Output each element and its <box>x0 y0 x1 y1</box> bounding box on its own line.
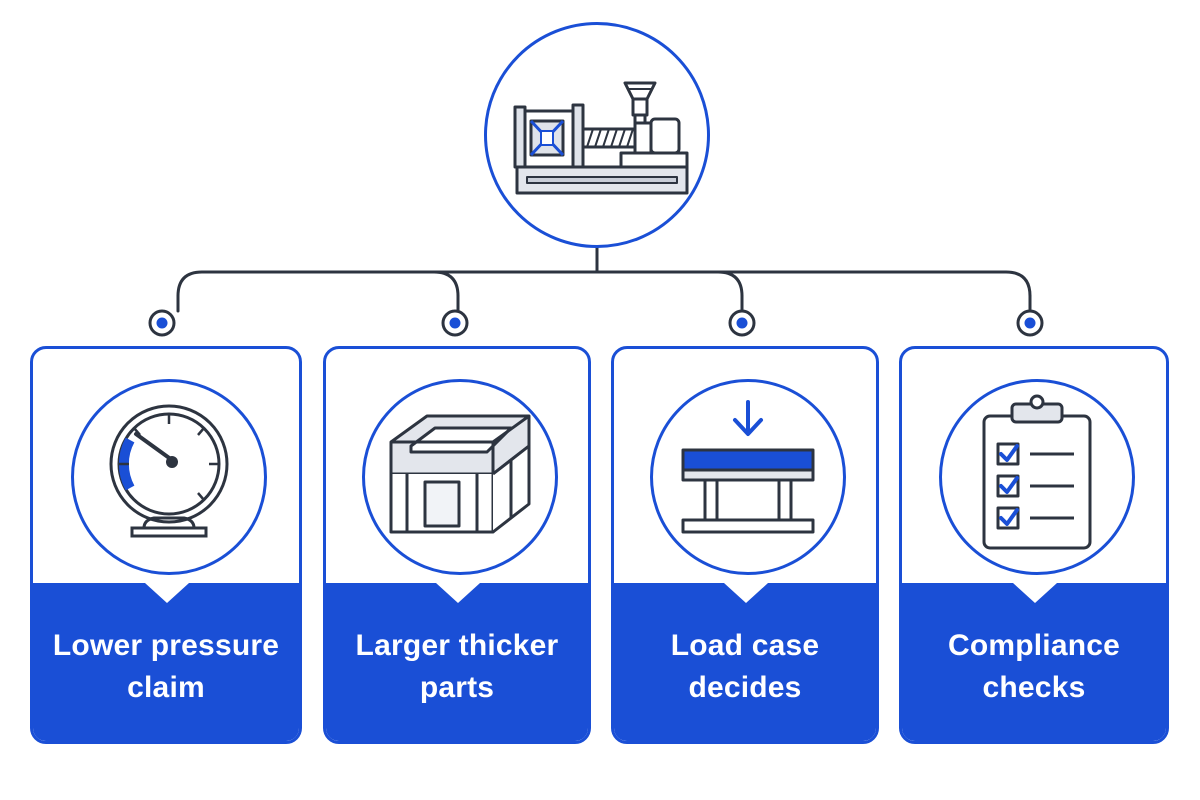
card-label: Compliance checks <box>947 629 1121 704</box>
clipboard-checklist-icon <box>982 394 1092 550</box>
card-icon-circle <box>939 379 1135 575</box>
card-icon-circle <box>71 379 267 575</box>
branch-bus <box>176 270 1032 298</box>
card-label: Load case decides <box>670 629 820 704</box>
pressure-gauge-icon <box>109 404 229 538</box>
injection-molding-machine-icon <box>513 81 689 195</box>
load-beam-icon <box>681 400 815 534</box>
branch-3 <box>716 270 744 298</box>
card-icon-circle <box>650 379 846 575</box>
card-larger-thicker-parts: Larger thicker parts <box>323 346 591 744</box>
connector-node-3 <box>728 309 756 337</box>
card-label-band: Lower pressure claim <box>33 583 299 741</box>
branch-2 <box>432 270 460 298</box>
card-compliance-checks: Compliance checks <box>899 346 1169 744</box>
band-shape <box>33 583 299 741</box>
connector-node-4 <box>1016 309 1044 337</box>
card-label: Larger thicker parts <box>355 629 559 704</box>
card-lower-pressure-claim: Lower pressure claim <box>30 346 302 744</box>
card-label-band: Compliance checks <box>902 583 1166 741</box>
connector-node-2 <box>441 309 469 337</box>
card-label: Lower pressure claim <box>52 629 280 704</box>
card-label-band: Load case decides <box>614 583 876 741</box>
thick-box-part-icon <box>389 414 531 534</box>
band-shape <box>614 583 876 741</box>
connector-node-1 <box>148 309 176 337</box>
band-shape <box>326 583 588 741</box>
hub-circle <box>484 22 710 248</box>
card-icon-circle <box>362 379 558 575</box>
band-shape <box>902 583 1166 741</box>
card-load-case-decides: Load case decides <box>611 346 879 744</box>
card-label-band: Larger thicker parts <box>326 583 588 741</box>
